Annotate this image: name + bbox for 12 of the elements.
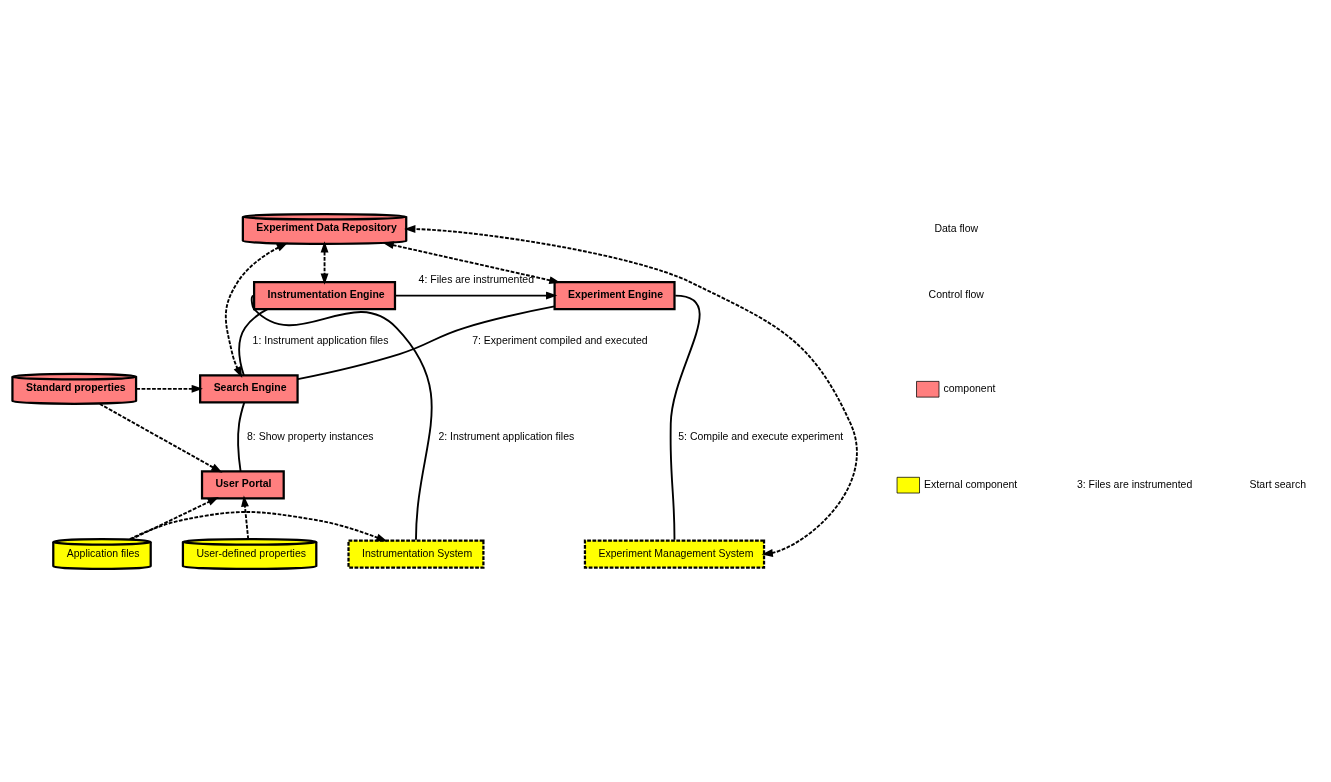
- label: 3: Files are instrumented: [1076, 478, 1193, 490]
- edge-label: 5: Compile and execute experiment: [678, 430, 844, 442]
- legend-label: External component: [924, 478, 1018, 490]
- legend-label: Control flow: [928, 288, 984, 300]
- label: Start search: [1249, 478, 1306, 490]
- edge-label: 1: Instrument application files: [252, 334, 389, 346]
- legend-label: Data flow: [934, 222, 979, 234]
- edge-label: 4: Files are instrumented: [418, 273, 534, 285]
- edge-label: 8: Show property instances: [246, 430, 374, 442]
- legend-label: component: [943, 382, 996, 394]
- edge-label: 7: Experiment compiled and executed: [472, 334, 648, 346]
- edge-label: 2: Instrument application files: [438, 430, 575, 442]
